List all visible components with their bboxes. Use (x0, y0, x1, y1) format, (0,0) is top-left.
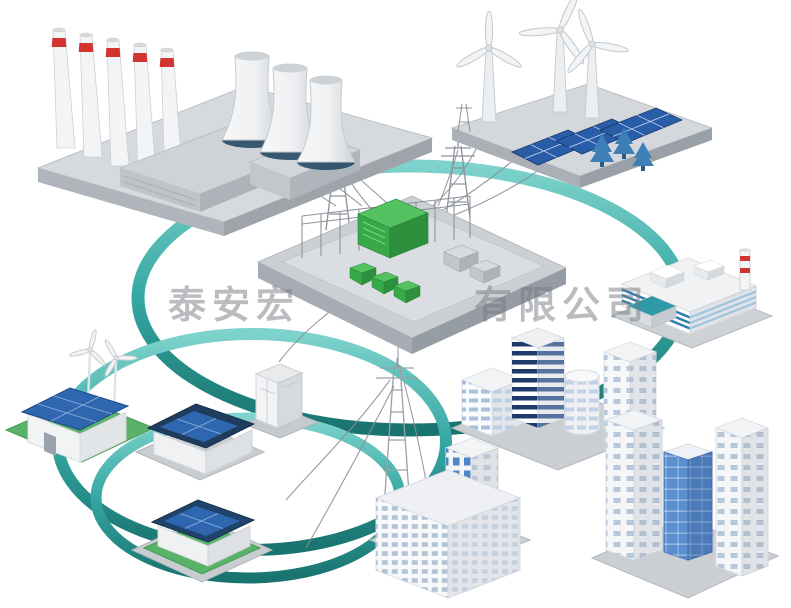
office-cluster-bottom-right (590, 409, 780, 599)
watermark-fragment-1: 泰安宏 (168, 283, 300, 327)
cooling-towers (221, 51, 356, 170)
substation-platform-side-left (258, 262, 412, 354)
rooftop-units (649, 259, 725, 289)
coal-power-plant (36, 27, 434, 236)
tall-tower-2 (714, 417, 770, 577)
transmission-substation (256, 195, 568, 354)
teal-annex (627, 295, 677, 329)
house-door (44, 432, 56, 456)
solar-houses (4, 329, 274, 583)
tall-tower-1 (604, 409, 664, 561)
distribution-cabinet (242, 363, 320, 439)
plant-platform-side-right (224, 138, 432, 236)
chimneys (51, 27, 184, 185)
plant-platform-side-left (38, 168, 224, 236)
transformer-row (349, 262, 421, 304)
farm-platform-side-left (452, 128, 580, 188)
solar-house-2 (134, 403, 266, 481)
wind-solar-farm (450, 0, 714, 188)
mini-pylon (456, 103, 472, 133)
watermark-fragment-2: 有限公司 (474, 283, 650, 327)
striped-stack (739, 248, 751, 291)
solar-house-1 (4, 329, 156, 463)
cylinder-building (564, 369, 600, 436)
industrial-facility (610, 248, 774, 349)
glass-tower (662, 443, 714, 561)
wind-turbine-2 (518, 0, 585, 113)
striped-tower (510, 327, 566, 429)
wind-turbine-3 (567, 8, 629, 119)
substation-equipment (443, 244, 501, 284)
office-cluster-bottom-center (368, 437, 532, 599)
watermark: 泰安宏 有限公司 (168, 283, 650, 327)
big-slab-building (374, 469, 522, 599)
solar-house-3 (130, 499, 274, 583)
wind-turbine-1 (456, 10, 522, 123)
blue-trees (590, 128, 654, 171)
transformer-building (357, 198, 429, 259)
substation-platform-side-right (412, 268, 566, 354)
solar-array (511, 107, 684, 166)
